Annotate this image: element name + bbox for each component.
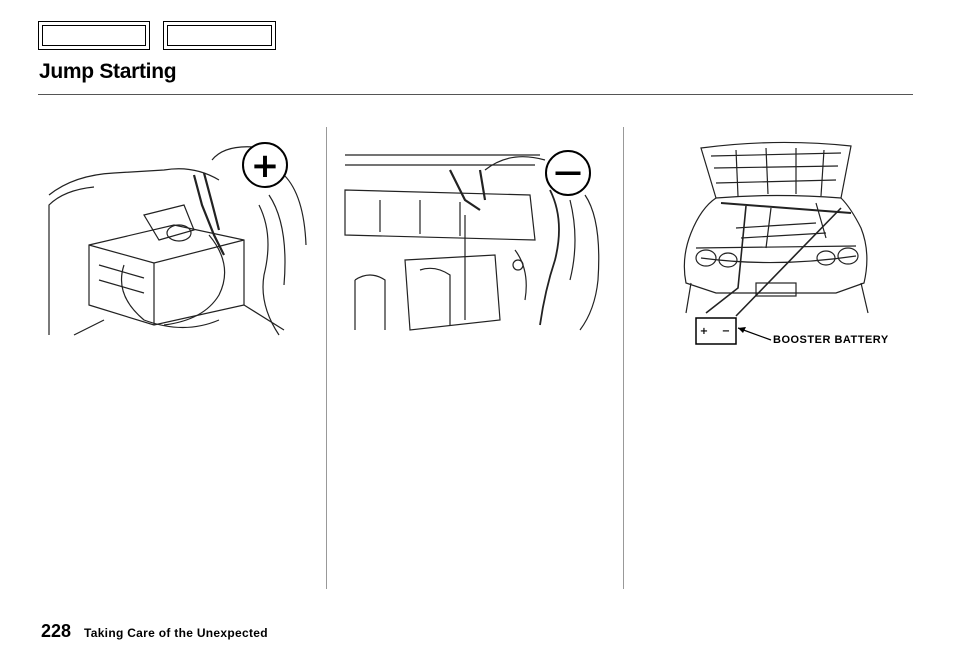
page-number: 228	[41, 621, 72, 641]
plus-symbol: +	[251, 146, 280, 186]
minus-circle-icon	[545, 150, 591, 196]
booster-battery	[695, 317, 737, 345]
booster-battery-label: BOOSTER BATTERY	[773, 334, 889, 346]
battery-minus-label: −	[722, 326, 730, 337]
positive-terminal-illustration: +	[48, 142, 307, 336]
minus-symbol: —	[554, 155, 582, 188]
negative-ground-illustration: —	[344, 150, 600, 331]
car-booster-illustration: + −	[683, 141, 869, 345]
plus-circle-icon	[242, 142, 288, 188]
title-rule	[38, 94, 913, 95]
nav-button-index[interactable]	[163, 21, 276, 50]
section-title: Taking Care of the Unexpected	[84, 626, 268, 640]
page-title: Jump Starting	[39, 60, 177, 83]
nav-button-contents[interactable]	[38, 21, 150, 50]
battery-plus-label: +	[700, 326, 708, 337]
column-divider	[623, 127, 624, 589]
column-divider	[326, 127, 327, 589]
